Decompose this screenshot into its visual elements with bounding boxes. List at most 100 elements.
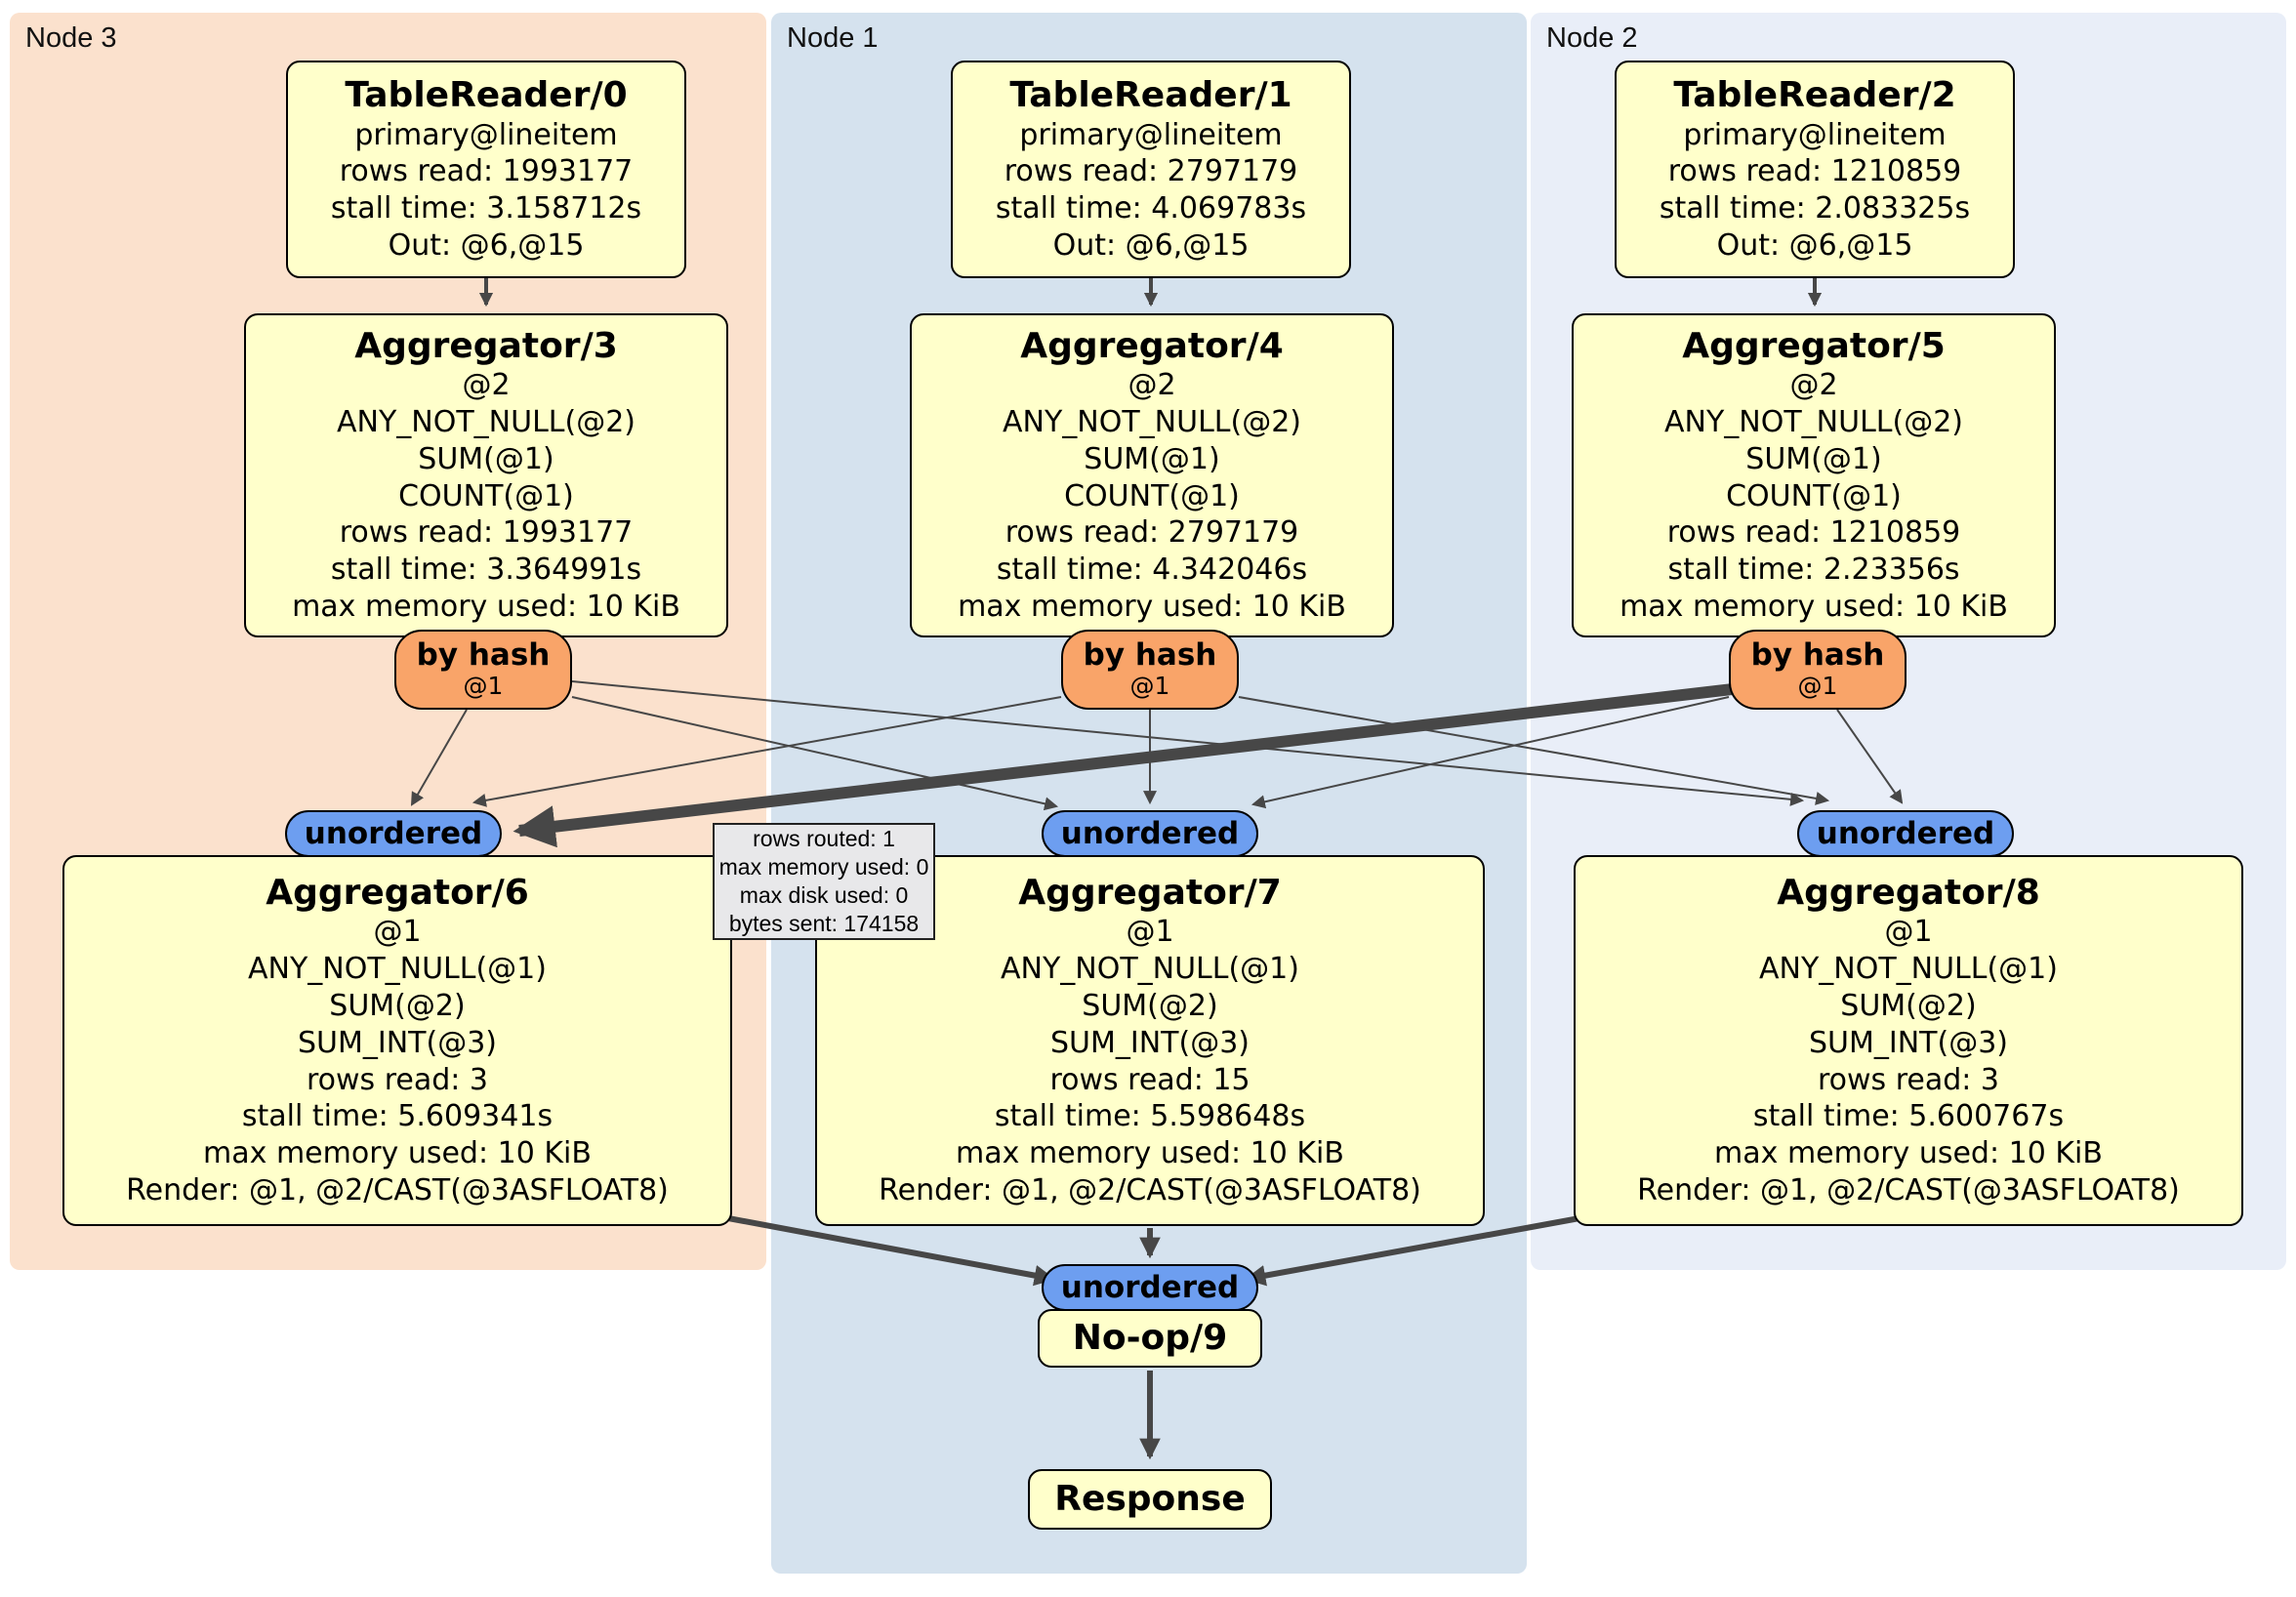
text-line: SUM(@1)	[1084, 441, 1220, 476]
text-line: stall time: 3.158712s	[330, 191, 642, 226]
text-line: rows read: 1210859	[1667, 154, 1962, 189]
text-line: stall time: 5.609341s	[241, 1099, 554, 1134]
processor-title: Aggregator/3	[354, 326, 618, 367]
text-line: COUNT(@1)	[1064, 478, 1240, 513]
text-line: Out: @6,@15	[388, 227, 585, 263]
text-line: rows read: 2797179	[1004, 154, 1298, 189]
edge-router2-sync3-thick[interactable]	[512, 681, 1750, 848]
edge-router3-sync1[interactable]	[571, 696, 1059, 811]
processor-noop-9[interactable]: No-op/9	[1038, 1309, 1262, 1368]
text-line: Out: @6,@15	[1716, 227, 1913, 263]
sync-unordered-node1[interactable]: unordered	[1042, 810, 1258, 857]
text-line: stall time: 4.342046s	[996, 553, 1308, 588]
sync-unordered-final[interactable]: unordered	[1042, 1264, 1258, 1311]
processor-title: Aggregator/8	[1777, 873, 2040, 914]
text-line: primary@lineitem	[354, 117, 618, 152]
processor-title: Aggregator/4	[1020, 326, 1284, 367]
region-node3-label: Node 3	[25, 22, 117, 54]
text-line: SUM(@2)	[329, 989, 466, 1023]
router-label: by hash	[416, 636, 551, 673]
text-line: SUM_INT(@3)	[1049, 1025, 1250, 1060]
text-line: rows read: 3	[1817, 1062, 1999, 1097]
edge-router3-sync2[interactable]	[571, 680, 1805, 806]
text-line: @1	[1884, 915, 1933, 950]
text-line: rows read: 2797179	[1004, 515, 1299, 551]
router-label: by hash	[1750, 636, 1885, 673]
text-line: stall time: 2.23356s	[1667, 553, 1960, 588]
text-line: rows read: 1993177	[339, 154, 634, 189]
router-stream: @1	[463, 672, 504, 701]
router-label: by hash	[1083, 636, 1217, 673]
text-line: SUM(@2)	[1840, 989, 1977, 1023]
processor-response[interactable]: Response	[1028, 1469, 1272, 1530]
sync-unordered-node3[interactable]: unordered	[285, 810, 502, 857]
text-line: stall time: 5.598648s	[994, 1099, 1306, 1134]
text-line: @2	[462, 368, 511, 403]
text-line: SUM_INT(@3)	[1808, 1025, 2008, 1060]
edge-agg8-sync-final[interactable]	[1244, 1215, 1580, 1287]
text-line: COUNT(@1)	[398, 478, 574, 513]
text-line: stall time: 4.069783s	[995, 191, 1307, 226]
text-line: SUM(@1)	[1745, 441, 1882, 476]
text-line: ANY_NOT_NULL(@1)	[1758, 952, 2058, 987]
router-by-hash-node1[interactable]: by hash @1	[1061, 630, 1239, 710]
text-line: max memory used: 10 KiB	[1714, 1136, 2103, 1171]
region-node1-label: Node 1	[787, 22, 879, 54]
text-line: stall time: 5.600767s	[1752, 1099, 2065, 1134]
processor-title: Response	[1054, 1479, 1246, 1520]
text-line: ANY_NOT_NULL(@1)	[1000, 952, 1299, 987]
processor-title: Aggregator/7	[1018, 873, 1282, 914]
text-line: Render: @1, @2/CAST(@3ASFLOAT8)	[879, 1172, 1421, 1208]
router-by-hash-node3[interactable]: by hash @1	[394, 630, 572, 710]
text-line: @2	[1128, 368, 1176, 403]
text-line: Out: @6,@15	[1052, 227, 1250, 263]
router-by-hash-node2[interactable]: by hash @1	[1729, 630, 1906, 710]
edge-router2-sync2[interactable]	[1836, 709, 1904, 804]
text-line: Render: @1, @2/CAST(@3ASFLOAT8)	[126, 1172, 669, 1208]
text-line: ANY_NOT_NULL(@2)	[1003, 405, 1301, 440]
text-line: ANY_NOT_NULL(@2)	[337, 405, 636, 440]
edge-router1-sync2[interactable]	[1238, 696, 1830, 805]
text-line: max memory used: 10 KiB	[292, 590, 680, 625]
text-line: stall time: 2.083325s	[1659, 191, 1971, 226]
processor-title: TableReader/0	[345, 75, 628, 116]
text-line: rows routed: 1	[753, 826, 895, 852]
edge-router2-sync1[interactable]	[1250, 696, 1730, 809]
region-node2-label: Node 2	[1546, 22, 1638, 54]
text-line: @1	[1126, 915, 1174, 950]
text-line: rows read: 3	[306, 1062, 488, 1097]
text-line: max memory used: 10 KiB	[958, 590, 1346, 625]
text-line: rows read: 1210859	[1666, 515, 1961, 551]
edge-router3-sync3[interactable]	[410, 709, 468, 806]
text-line: rows read: 15	[1049, 1062, 1250, 1097]
processor-title: Aggregator/6	[266, 873, 529, 914]
text-line: primary@lineitem	[1683, 117, 1947, 152]
edge-router1-sync3[interactable]	[472, 696, 1062, 807]
text-line: COUNT(@1)	[1726, 478, 1902, 513]
processor-title: No-op/9	[1072, 1318, 1228, 1359]
edge-agg6-sync-final[interactable]	[727, 1215, 1056, 1287]
router-stream: @1	[1797, 672, 1838, 701]
text-line: SUM(@2)	[1082, 989, 1218, 1023]
text-line: bytes sent: 174158	[728, 910, 920, 936]
processor-title: TableReader/2	[1673, 75, 1956, 116]
sync-unordered-node2[interactable]: unordered	[1797, 810, 2014, 857]
text-line: max memory used: 10 KiB	[1620, 590, 2008, 625]
text-line: SUM_INT(@3)	[297, 1025, 497, 1060]
